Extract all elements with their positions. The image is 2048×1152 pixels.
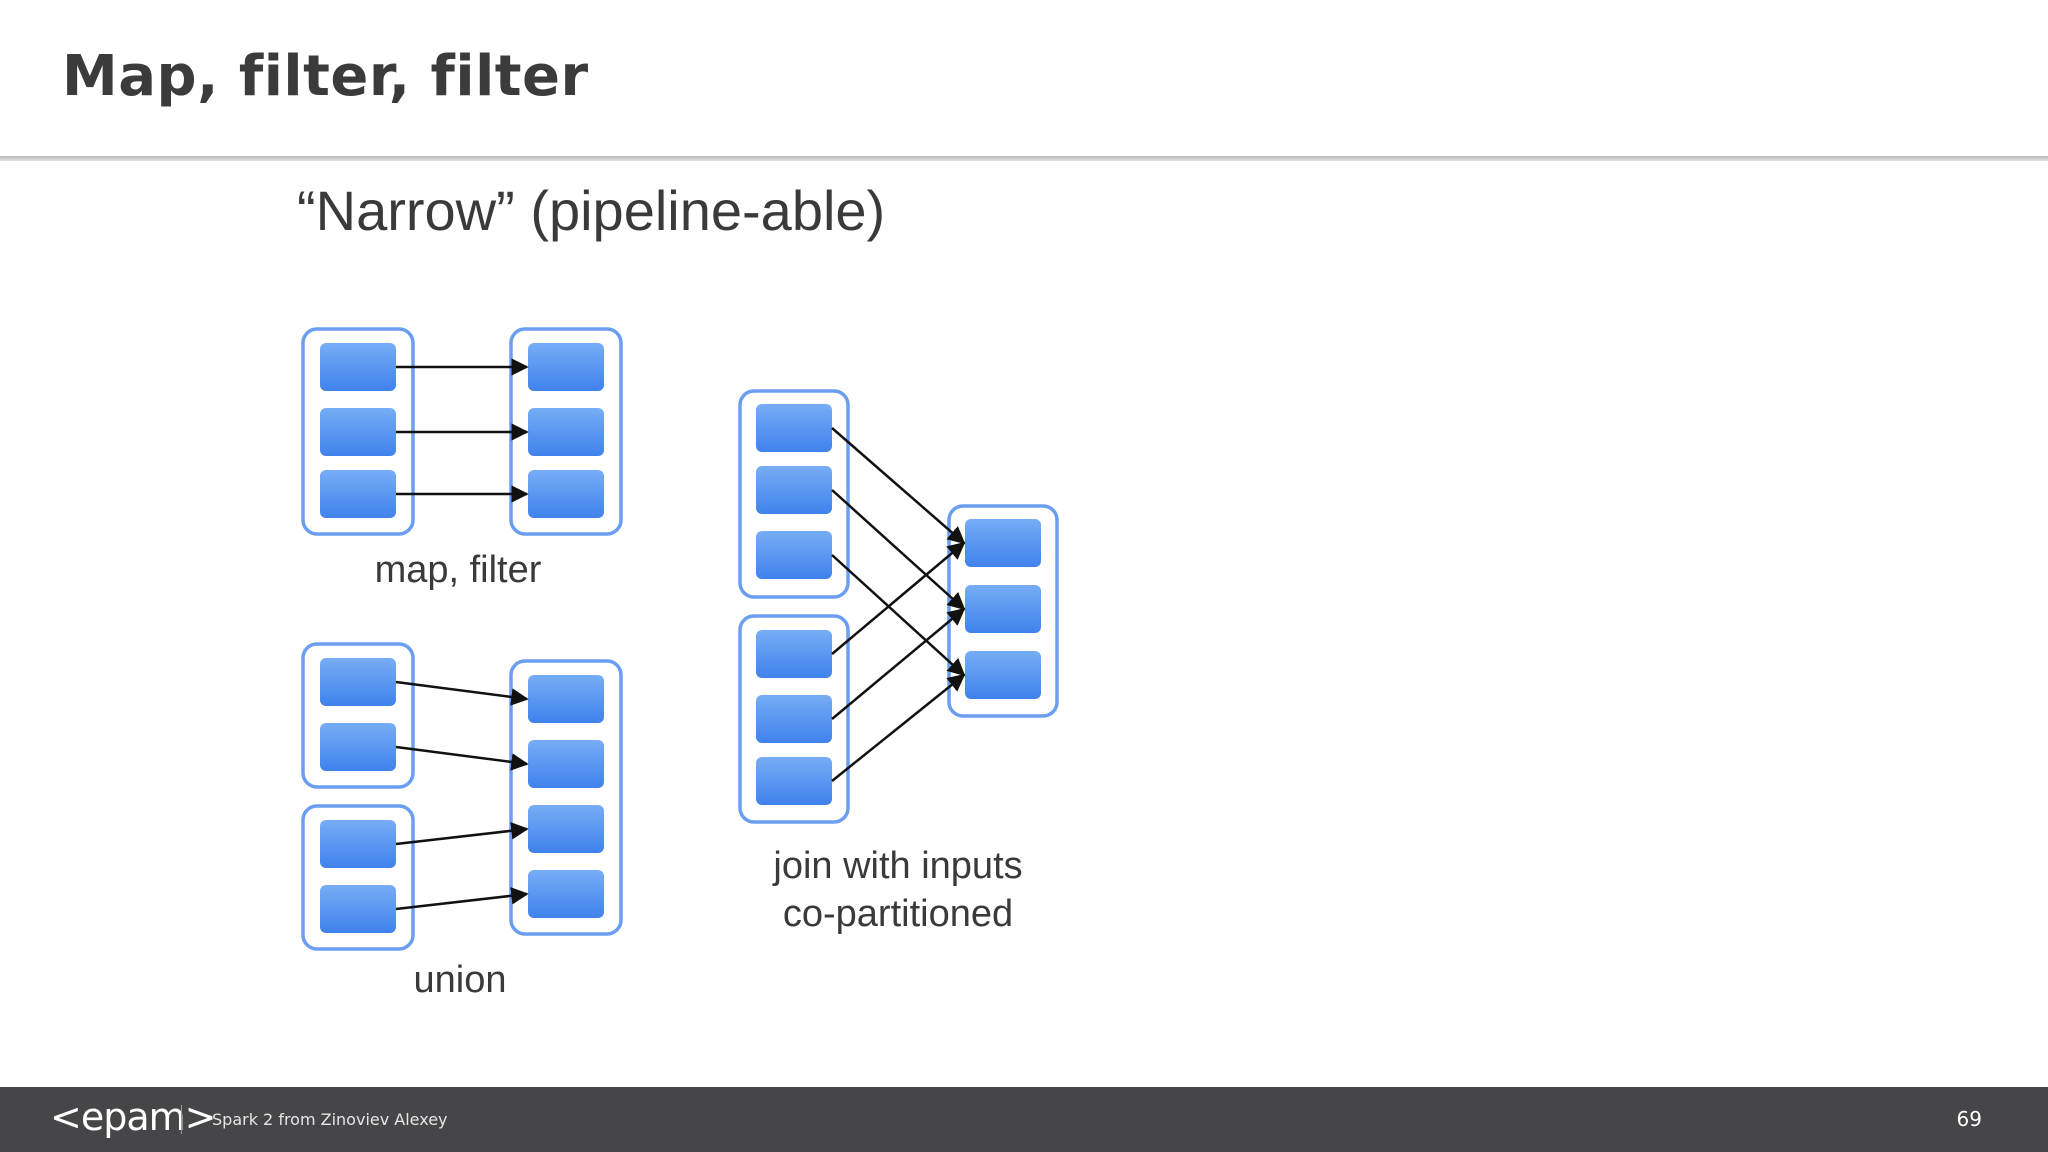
join-label-line2: co-partitioned [783,893,1013,935]
dependency-arrow [831,541,966,655]
partition-container [301,642,415,789]
partition [528,675,604,723]
dependency-arrow [831,607,966,720]
partition [320,343,396,391]
dependency-arrow [831,427,966,545]
partition [528,740,604,788]
map-filter-group: map, filter [301,327,623,591]
partition [965,651,1041,699]
partition [528,805,604,853]
partition [528,408,604,456]
union-label: union [414,959,507,1001]
slide-title: Map, filter, filter [62,44,589,109]
partition [320,470,396,518]
dependency-arrow [395,887,529,911]
dependency-arrow [831,673,966,782]
partition [965,585,1041,633]
page-number: 69 [1956,1107,1982,1131]
footer-divider [181,1105,182,1134]
dependency-arrow [395,822,529,846]
slide-header: Map, filter, filter [0,0,2048,161]
partition [320,658,396,706]
partition [756,404,832,452]
partition [756,531,832,579]
partition [528,870,604,918]
partition-container [738,389,850,599]
dependency-arrow [395,680,529,706]
partition-container [509,659,623,936]
dependency-arrow [831,489,966,611]
partition [320,820,396,868]
partition-container [738,614,850,824]
partition-container [301,804,415,951]
header-divider [0,156,2048,161]
epam-logo: <epam> [50,1095,216,1139]
partition [320,723,396,771]
partition [756,757,832,805]
diagram-canvas: “Narrow” (pipeline-able) map, filter [297,179,1059,1001]
partition [320,408,396,456]
partition [756,630,832,678]
dependency-arrow [831,554,966,677]
partition [528,343,604,391]
footer-caption: Spark 2 from Zinoviev Alexey [212,1110,448,1129]
union-group: union [301,642,623,1001]
partition [756,466,832,514]
partition [528,470,604,518]
narrow-dependencies-diagram: “Narrow” (pipeline-able) map, filter [0,160,2048,1086]
partition [320,885,396,933]
map-filter-label: map, filter [375,549,542,591]
join-copartitioned-group: join with inputs co-partitioned [738,389,1059,935]
join-label-line1: join with inputs [772,845,1022,887]
partition [756,695,832,743]
partition [965,519,1041,567]
dependency-arrow [395,745,529,771]
slide-footer: <epam> Spark 2 from Zinoviev Alexey 69 [0,1087,2048,1152]
diagram-heading: “Narrow” (pipeline-able) [297,179,885,242]
